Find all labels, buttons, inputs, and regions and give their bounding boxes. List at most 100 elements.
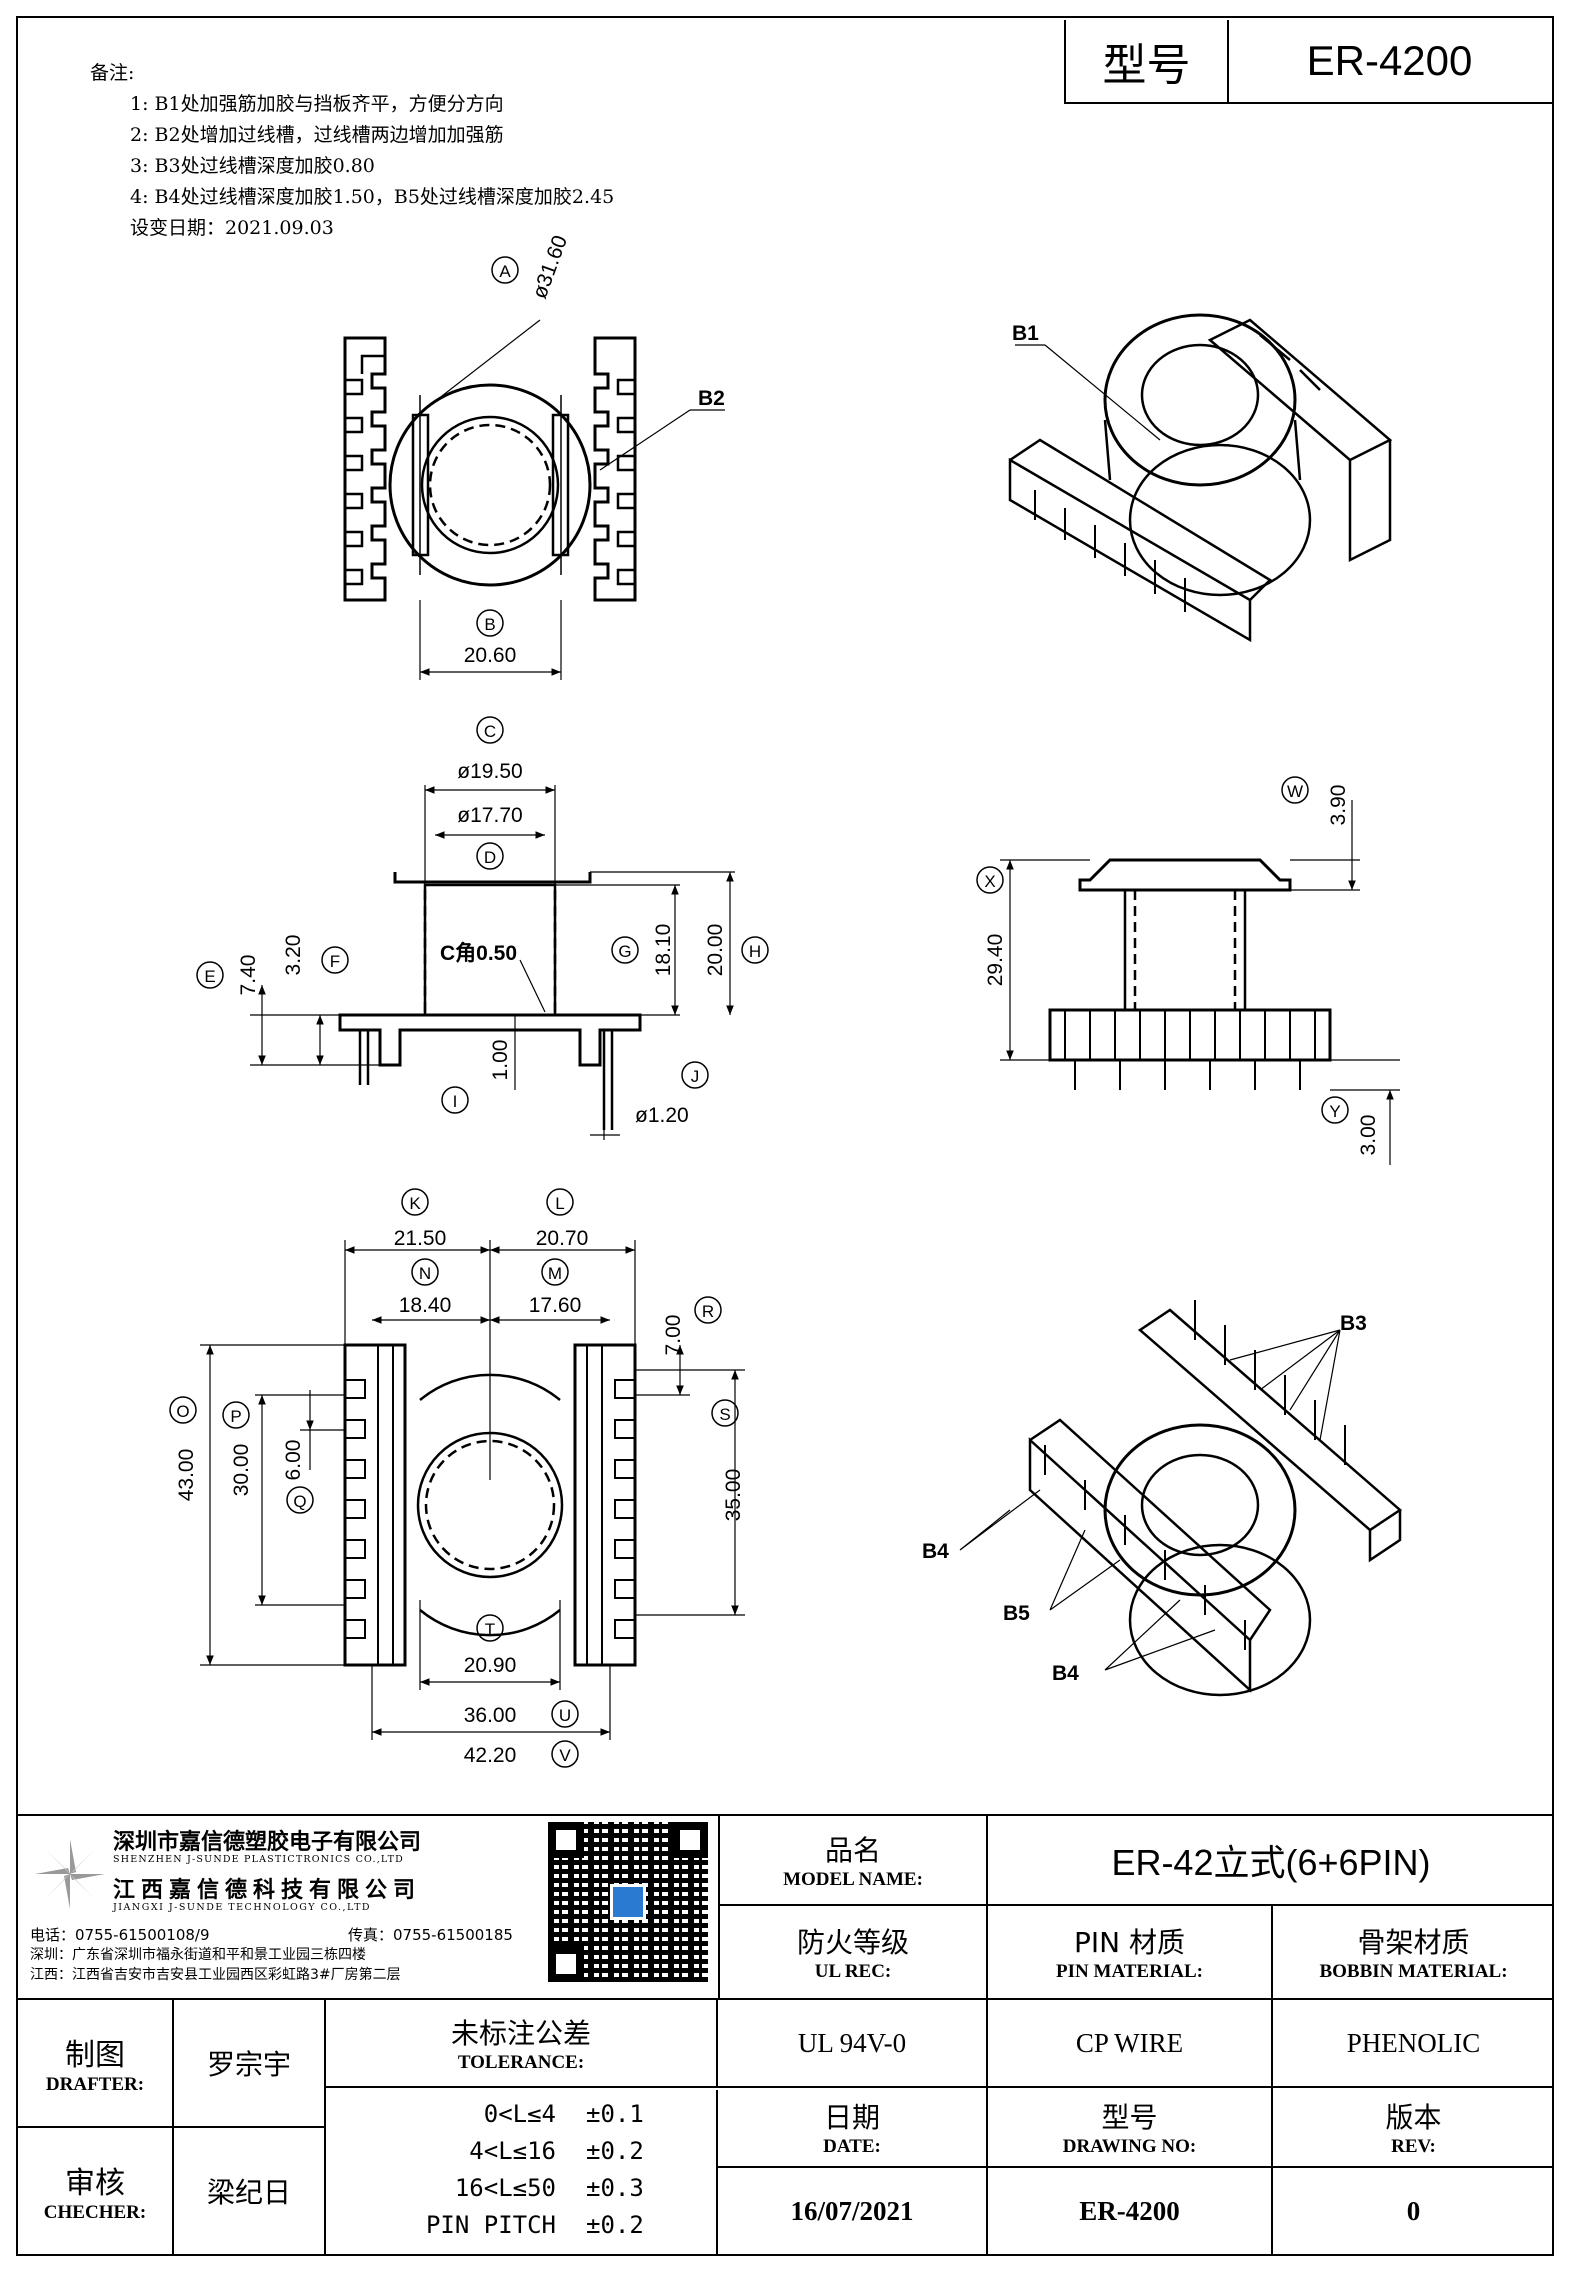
company-fax: 传真：0755-61500185 xyxy=(348,1926,513,1944)
checker-value: 梁纪日 xyxy=(174,2128,326,2254)
svg-text:L: L xyxy=(555,1194,564,1213)
label-b5: B5 xyxy=(1003,1602,1030,1625)
label-n: N xyxy=(411,1258,439,1286)
model-name-value-text: ER-42立式(6+6PIN) xyxy=(1111,1842,1431,1883)
dim-w: 3.90 xyxy=(1327,785,1350,826)
tolerance-row: 16<L≤50±0.3 xyxy=(326,2174,716,2211)
tolerance-range: 16<L≤50 xyxy=(454,2174,556,2202)
svg-text:Y: Y xyxy=(1329,1102,1340,1121)
chamfer-note: C角0.50 xyxy=(440,941,517,965)
label-f: F xyxy=(321,946,349,974)
dim-r: 7.00 xyxy=(662,1315,685,1356)
tolerance-table: 0<L≤4±0.1 4<L≤16±0.2 16<L≤50±0.3 PIN PIT… xyxy=(326,2090,718,2254)
drafter-label: 制图 DRAFTER: xyxy=(18,2000,174,2128)
tolerance-range: PIN PITCH xyxy=(425,2211,556,2239)
drawing-no-en: DRAWING NO: xyxy=(1062,2136,1197,2157)
label-m: M xyxy=(541,1258,569,1286)
dim-g: 18.10 xyxy=(652,924,675,977)
drawing-sheet: A ø31.60 B 20.60 B2 B1 C ø19.50 ø17.70 D… xyxy=(169,232,1403,1768)
svg-text:B: B xyxy=(484,615,495,634)
svg-text:E: E xyxy=(204,967,215,986)
dim-n: 18.40 xyxy=(399,1294,452,1317)
label-i: I xyxy=(441,1086,469,1114)
tolerance-cn: 未标注公差 xyxy=(450,2017,591,2050)
dim-h: 20.00 xyxy=(704,924,727,977)
rev-en: REV: xyxy=(1391,2136,1436,2157)
drawing-no-cn: 型号 xyxy=(1101,2101,1158,2134)
tolerance-row: 0<L≤4±0.1 xyxy=(326,2100,716,2137)
svg-text:D: D xyxy=(484,848,496,867)
dim-m: 17.60 xyxy=(529,1294,582,1317)
tolerance-label: 未标注公差 TOLERANCE: xyxy=(326,2000,718,2088)
svg-text:K: K xyxy=(409,1194,421,1213)
dim-t: 20.90 xyxy=(464,1654,517,1677)
svg-text:A: A xyxy=(499,262,511,281)
label-d: D xyxy=(476,842,504,870)
label-b1: B1 xyxy=(1012,322,1039,345)
label-w: W xyxy=(1281,776,1309,804)
dim-c: ø19.50 xyxy=(457,760,522,783)
notes-block: 备注: 1: B1处加强筋加胶与挡板齐平，方便分方向 2: B2处增加过线槽，过… xyxy=(90,58,614,244)
side-view xyxy=(1000,800,1400,1165)
pin-en: PIN MATERIAL: xyxy=(1056,1961,1203,1982)
label-u: U xyxy=(551,1700,579,1728)
date-value: 16/07/2021 xyxy=(718,2168,988,2254)
label-b2: B2 xyxy=(698,387,725,410)
header-type-value: ER-4200 xyxy=(1227,20,1552,104)
tolerance-row: 4<L≤16±0.2 xyxy=(326,2137,716,2174)
note-item: 3: B3处过线槽深度加胶0.80 xyxy=(130,155,375,177)
svg-text:R: R xyxy=(702,1302,714,1321)
checker-name: 梁纪日 xyxy=(206,2176,291,2209)
tolerance-value: ±0.2 xyxy=(586,2211,644,2239)
ul-value-text: UL 94V-0 xyxy=(797,2027,907,2058)
drawing-no-label: 型号 DRAWING NO: xyxy=(988,2088,1273,2168)
svg-text:J: J xyxy=(691,1067,700,1086)
dim-e: 7.40 xyxy=(237,955,260,996)
rev-label: 版本 REV: xyxy=(1273,2088,1554,2168)
bottom-view xyxy=(200,1240,745,1740)
label-t: T xyxy=(476,1614,504,1642)
label-s: S xyxy=(711,1399,739,1427)
tolerance-en: TOLERANCE: xyxy=(457,2052,585,2073)
svg-text:H: H xyxy=(749,942,761,961)
rev-value-text: 0 xyxy=(1406,2195,1421,2226)
label-r: R xyxy=(694,1296,722,1324)
drawing-no-value-text: ER-4200 xyxy=(1079,2195,1180,2226)
bobbin-cn: 骨架材质 xyxy=(1357,1926,1470,1959)
note-item: 2: B2处增加过线槽，过线槽两边增加加强筋 xyxy=(130,124,504,146)
label-j: J xyxy=(681,1061,709,1089)
dim-u: 36.00 xyxy=(464,1704,517,1727)
date-label: 日期 DATE: xyxy=(718,2088,988,2168)
page-frame xyxy=(16,16,1554,2256)
svg-text:W: W xyxy=(1287,782,1303,801)
dim-f: 3.20 xyxy=(282,935,305,976)
ul-label: 防火等级 UL REC: xyxy=(718,1906,988,1998)
svg-text:T: T xyxy=(485,1620,495,1639)
svg-text:M: M xyxy=(548,1264,562,1283)
label-b3: B3 xyxy=(1340,1312,1367,1335)
dim-b: 20.60 xyxy=(464,644,517,667)
label-a: A xyxy=(491,256,519,284)
label-q: Q xyxy=(286,1486,314,1514)
svg-text:O: O xyxy=(176,1402,189,1421)
bobbin-value: PHENOLIC xyxy=(1273,2000,1554,2088)
pin-value-text: CP WIRE xyxy=(1075,2027,1184,2058)
notes-title: 备注: xyxy=(90,62,135,84)
title-block xyxy=(16,1814,1554,2258)
tolerance-range: 0<L≤4 xyxy=(483,2100,556,2128)
header-type-label-text: 型号 xyxy=(1102,40,1191,91)
dim-v: 42.20 xyxy=(464,1744,517,1767)
model-name-cn: 品名 xyxy=(824,1834,881,1867)
front-view xyxy=(250,785,735,1140)
checker-cn: 审核 xyxy=(65,2166,125,2201)
dim-q: 6.00 xyxy=(282,1440,305,1481)
model-name-value: ER-42立式(6+6PIN) xyxy=(988,1816,1554,1906)
svg-text:G: G xyxy=(618,942,631,961)
company-addr-jx: 江西：江西省吉安市吉安县工业园西区彩虹路3#厂房第二层 xyxy=(30,1967,401,1983)
note-item: 4: B4处过线槽深度加胶1.50，B5处过线槽深度加胶2.45 xyxy=(130,186,615,208)
qr-code xyxy=(548,1822,708,1982)
header-type-label: 型号 xyxy=(1064,20,1229,104)
dim-j: ø1.20 xyxy=(635,1104,689,1127)
note-item: 1: B1处加强筋加胶与挡板齐平，方便分方向 xyxy=(130,93,504,115)
dim-o: 43.00 xyxy=(175,1449,198,1502)
